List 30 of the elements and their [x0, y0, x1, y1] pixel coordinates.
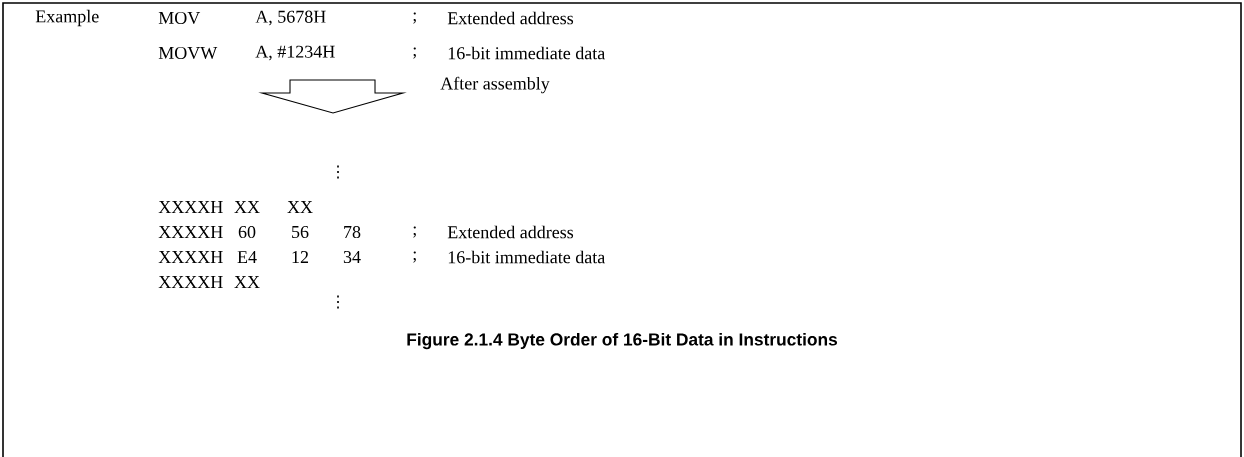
text-label: ⋮ [337, 165, 339, 179]
text-label: A, 5678H [255, 10, 326, 26]
text-label: 78 [344, 225, 361, 239]
text-label: XX [287, 201, 313, 213]
text-label: XX [234, 276, 260, 288]
text-label: Extended address [447, 11, 574, 25]
text-label: XXXXH [158, 201, 223, 213]
text-label: MOVW [158, 46, 218, 60]
text-label: 34 [343, 250, 361, 264]
text-label: E4 [237, 251, 257, 263]
text-label: MOV [158, 11, 201, 25]
text-label: XXXXH [158, 251, 223, 263]
text-label: 60 [238, 225, 256, 239]
text-label: Extended address [447, 225, 574, 239]
text-label: XXXXH [158, 276, 223, 288]
text-label: ; [413, 47, 416, 59]
text-label: 12 [292, 251, 308, 263]
text-label: ; [413, 226, 416, 238]
text-label: 56 [292, 225, 309, 239]
text-label: 16-bit immediate data [448, 46, 605, 60]
figure-caption: Figure 2.1.4 Byte Order of 16-Bit Data in Instructions [407, 332, 838, 350]
text-label: After assembly [440, 76, 550, 94]
text-label: XXXXH [158, 226, 223, 238]
text-label: A, #1234H [255, 45, 335, 61]
text-label: Example [35, 9, 99, 27]
text-label: ; [413, 251, 416, 263]
text-label: ; [413, 12, 416, 24]
text-label: 16-bit immediate data [448, 250, 605, 264]
text-label: ⋮ [337, 295, 339, 309]
text-label: XX [234, 201, 260, 213]
